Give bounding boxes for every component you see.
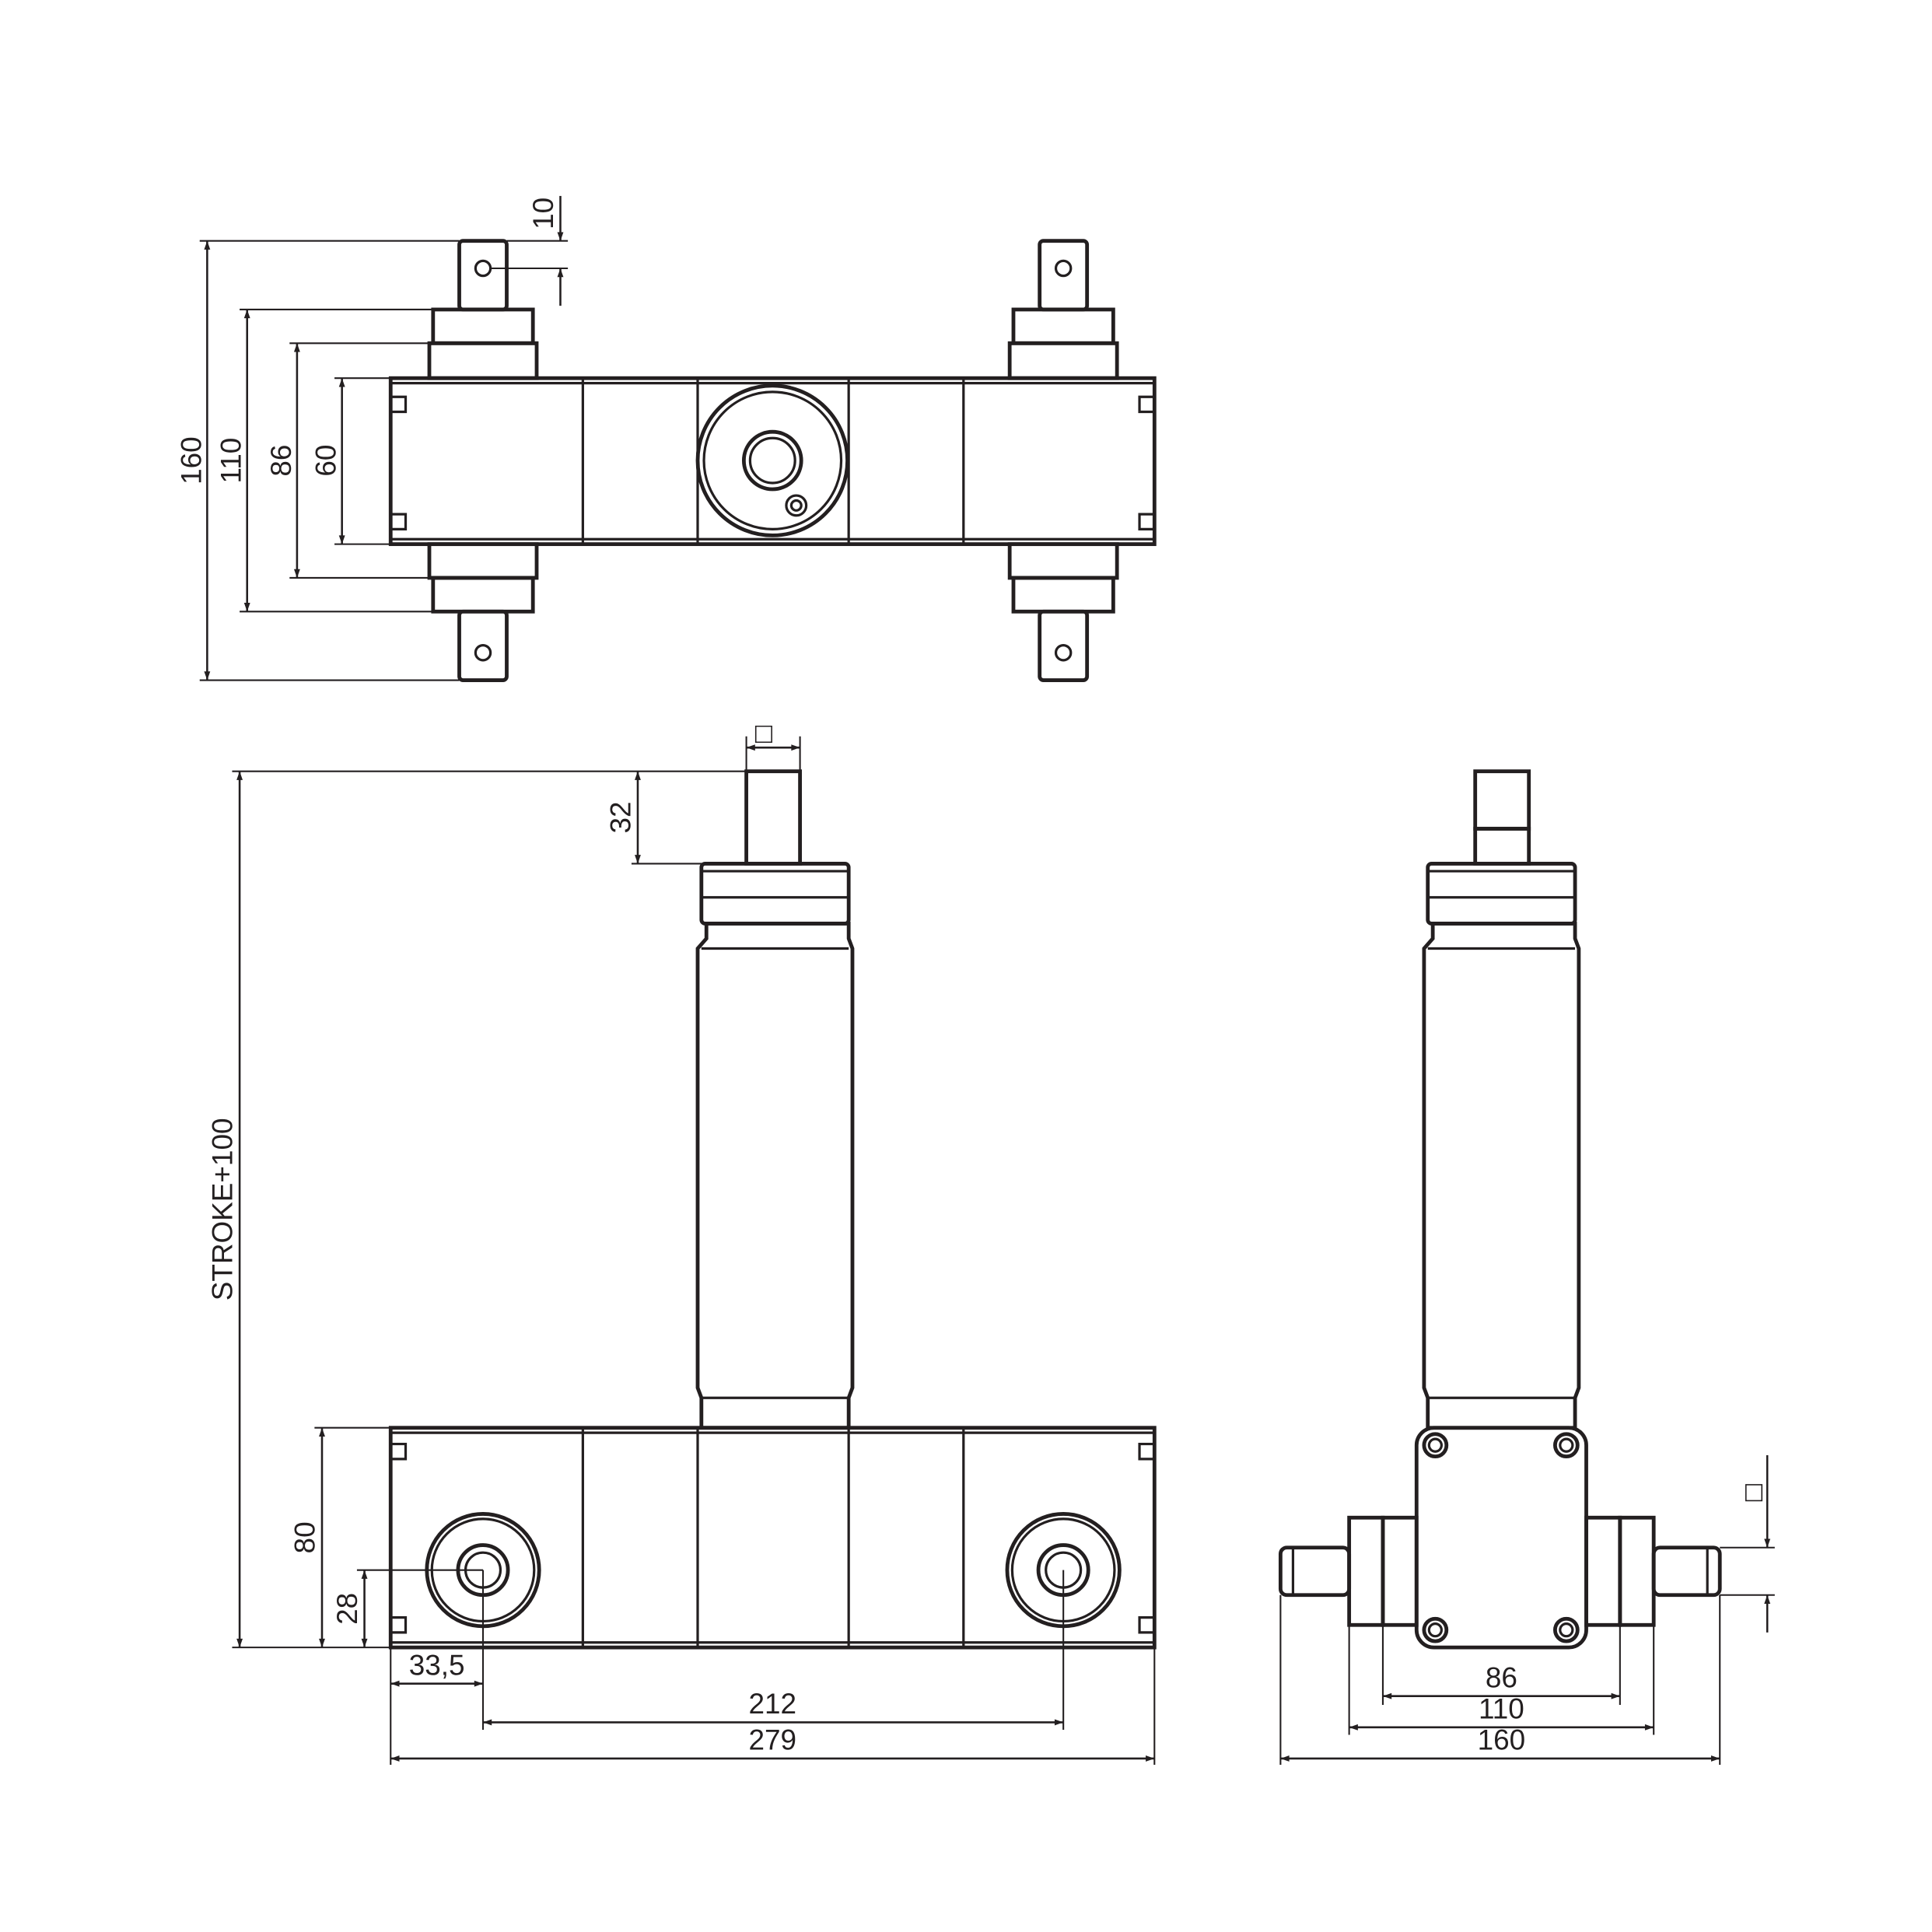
dim-side-collar-width: 86 [1486, 1661, 1517, 1693]
dim-front-body-length: 279 [748, 1724, 796, 1756]
dim-side-shaft-diameter: □ [1739, 1482, 1766, 1503]
dim-top-collar-height: 86 [265, 445, 297, 477]
dim-front-pivot-spacing: 212 [748, 1688, 796, 1720]
top-view: 160 110 86 60 10 [175, 195, 1157, 682]
front-view: STROKE+100 32 80 28 33,5 212 279 □ [206, 719, 1157, 1765]
dim-top-overall-height: 160 [175, 436, 207, 485]
dim-front-pivot-offset: 33,5 [409, 1649, 465, 1681]
dim-top-flange-height: 110 [215, 438, 247, 484]
dim-top-pin-offset: 10 [527, 198, 559, 229]
side-view: 86 110 160 □ [1278, 769, 1775, 1765]
dim-front-rod-diameter: □ [753, 719, 774, 746]
dim-side-overall-width: 160 [1478, 1724, 1526, 1756]
dim-side-flange-width: 110 [1479, 1693, 1524, 1725]
dim-front-pivot-height: 28 [331, 1593, 363, 1625]
dim-top-body-height: 60 [310, 445, 342, 477]
dim-front-stroke: STROKE+100 [206, 1118, 238, 1301]
dim-front-rod-extension: 32 [604, 802, 636, 834]
dim-front-body-height: 80 [289, 1521, 320, 1553]
